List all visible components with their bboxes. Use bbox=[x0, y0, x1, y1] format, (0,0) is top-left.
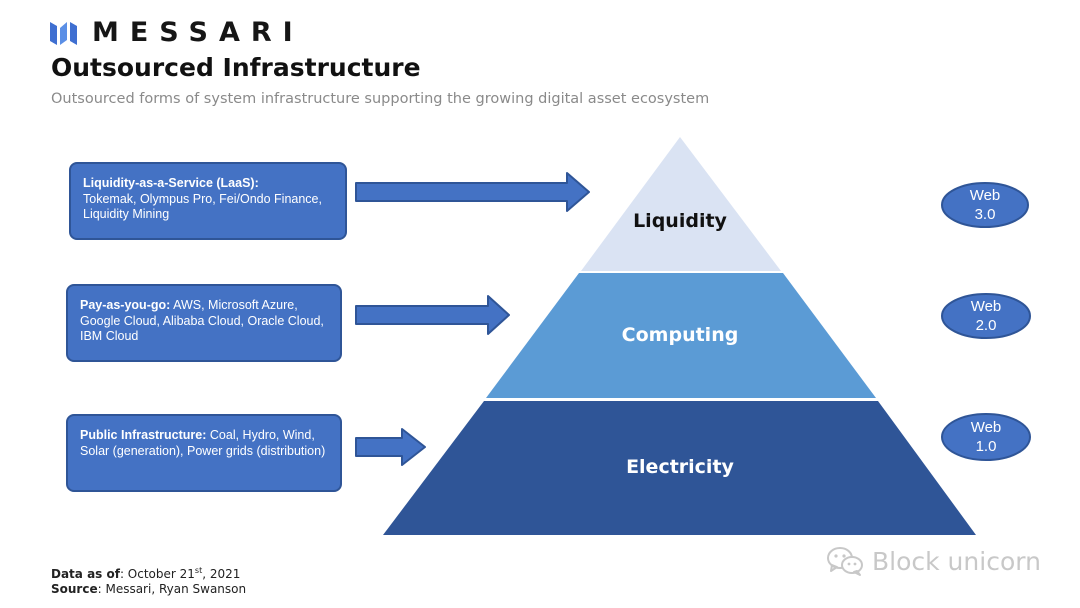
info-box-payg-lead: Pay-as-you-go: bbox=[80, 298, 171, 312]
pyramid-tier-liquidity bbox=[581, 137, 781, 271]
web-badge-3: Web 3.0 bbox=[941, 182, 1029, 228]
web-badge-1-line2: 1.0 bbox=[976, 438, 997, 455]
pyramid-tier-computing bbox=[486, 273, 876, 398]
info-box-laas-lead: Liquidity-as-a-Service (LaaS): bbox=[83, 176, 259, 190]
tier-label-electricity: Electricity bbox=[626, 456, 734, 478]
web-badge-1: Web 1.0 bbox=[941, 413, 1031, 461]
web-badge-1-line1: Web bbox=[971, 419, 1002, 436]
footer-notes: Data as of: October 21st, 2021 Source: M… bbox=[51, 567, 246, 597]
watermark: Block unicorn bbox=[826, 546, 1041, 576]
page-title: Outsourced Infrastructure bbox=[51, 53, 421, 82]
tier-label-computing: Computing bbox=[622, 324, 739, 346]
arrow-laas-to-liquidity bbox=[355, 172, 590, 212]
web-badge-2: Web 2.0 bbox=[941, 293, 1031, 339]
arrow-payg-to-computing bbox=[355, 295, 510, 335]
info-box-public-infrastructure: Public Infrastructure: Coal, Hydro, Wind… bbox=[66, 414, 342, 492]
web-badge-2-line1: Web bbox=[971, 298, 1002, 315]
wechat-icon bbox=[827, 547, 863, 576]
page-subtitle: Outsourced forms of system infrastructur… bbox=[51, 91, 710, 107]
messari-logo-icon bbox=[50, 22, 77, 45]
info-box-laas-body: Tokemak, Olympus Pro, Fei/Ondo Finance, … bbox=[83, 191, 322, 222]
arrow-public-to-electricity bbox=[355, 428, 426, 466]
tier-label-liquidity: Liquidity bbox=[633, 210, 727, 232]
brand-name: MESSARI bbox=[92, 17, 304, 48]
web-badge-3-line2: 3.0 bbox=[975, 206, 996, 223]
messari-logo: MESSARI bbox=[50, 18, 304, 48]
info-box-public-lead: Public Infrastructure: bbox=[80, 428, 207, 442]
info-box-payg-body: AWS, Microsoft Azure, Google Cloud, Alib… bbox=[80, 298, 324, 343]
web-badge-2-line2: 2.0 bbox=[976, 317, 997, 334]
info-box-pay-as-you-go: Pay-as-you-go: AWS, Microsoft Azure, Goo… bbox=[66, 284, 342, 362]
web-badge-3-line1: Web bbox=[970, 187, 1001, 204]
source-note: Source: Messari, Ryan Swanson bbox=[51, 582, 247, 596]
data-as-of: Data as of: October 21st, 2021 bbox=[51, 566, 241, 582]
info-box-laas: Liquidity-as-a-Service (LaaS): Tokemak, … bbox=[69, 162, 347, 240]
pyramid-tier-electricity bbox=[383, 401, 976, 535]
watermark-text: Block unicorn bbox=[872, 546, 1041, 576]
info-box-public-body: Coal, Hydro, Wind, Solar (generation), P… bbox=[80, 428, 326, 458]
